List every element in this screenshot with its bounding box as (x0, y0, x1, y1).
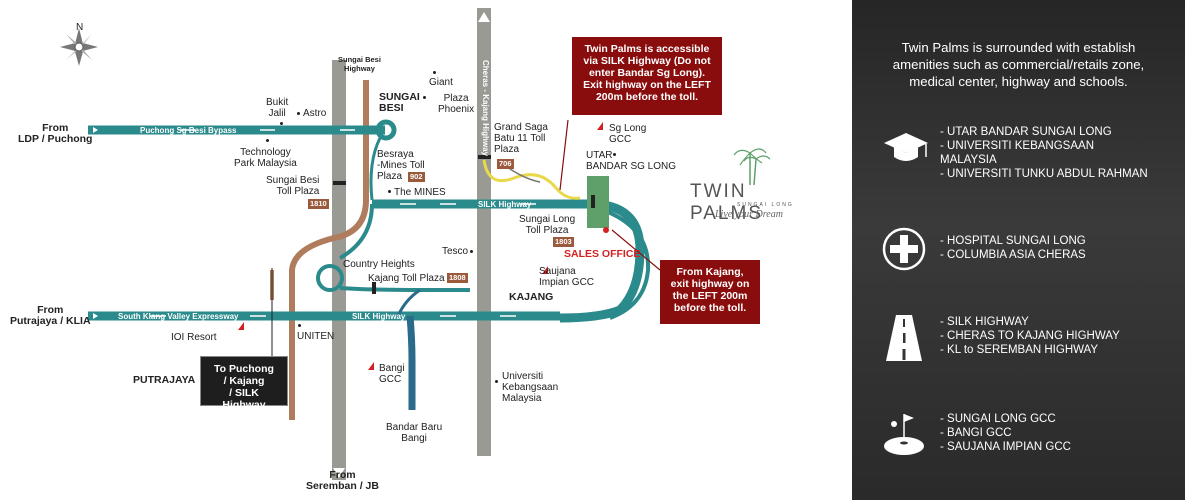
toll-1810: 1810 (308, 199, 329, 209)
place-putrajaya: PUTRAJAYA (133, 374, 196, 386)
place-grand-saga-toll: Grand Saga Batu 11 Toll Plaza (494, 122, 548, 155)
golf-item: - SAUJANA IMPIAN GCC (940, 441, 1071, 453)
silk-highway-road (372, 199, 645, 323)
location-map: N Puchong Sg Besi Bypass SILK Highway So… (10, 8, 835, 492)
toll-902: 902 (408, 172, 425, 182)
highway-item: - SILK HIGHWAY (940, 316, 1029, 328)
place-kajang: KAJANG (509, 291, 554, 303)
place-saujana-gcc: Saujana Impian GCC (539, 266, 595, 288)
medical-item: - COLUMBIA ASIA CHERAS (940, 249, 1086, 261)
place-tesco: Tesco (442, 246, 469, 257)
place-astro: Astro (303, 108, 327, 119)
place-ioi-resort: IOI Resort (171, 332, 217, 343)
medical-cross-icon (882, 227, 926, 271)
golf-flag-icon (597, 122, 603, 130)
logo-tagline: Live your Dream (715, 209, 783, 220)
place-the-mines: The MINES (394, 187, 446, 198)
golf-flag-icon (238, 322, 244, 330)
education-item: - UNIVERSITI TUNKU ABDUL RAHMAN (940, 168, 1148, 180)
golf-flag-icon (368, 362, 374, 370)
medical-item: - HOSPITAL SUNGAI LONG (940, 235, 1086, 247)
palm-trees-icon (733, 148, 771, 185)
compass-rose-icon (60, 28, 98, 66)
toll-706: 706 (497, 159, 514, 169)
amenities-panel: Twin Palms is surrounded with establish … (852, 0, 1185, 500)
silk-highway-lower-label: SILK Highway (352, 312, 406, 321)
golf-flag-icon (542, 266, 548, 274)
place-technology-park: Technology Park Malaysia (234, 147, 297, 169)
place-plaza-phoenix: Plaza Phoenix (438, 93, 475, 115)
cheras-kajang-highway-label: Cheras - Kajang Highway (481, 60, 490, 157)
place-sungai-besi: SUNGAI BESI (379, 91, 420, 114)
place-kajang-toll: Kajang Toll Plaza (368, 273, 445, 284)
golf-item: - BANGI GCC (940, 427, 1012, 439)
place-uniten: UNITEN (297, 331, 335, 342)
golf-icon (884, 414, 924, 455)
place-bukit-jalil: Bukit Jalil (266, 97, 289, 119)
to-puchong-callout: To Puchong / Kajang / SILK Highway (200, 356, 288, 411)
place-utar: UTAR BANDAR SG LONG (586, 150, 677, 172)
road-network (60, 8, 661, 480)
twin-palms-logo: TWINPALMS SUNGAI LONG Live your Dream (690, 145, 835, 225)
from-kajang-callout: From Kajang, exit highway on the LEFT 20… (660, 260, 760, 324)
bangi-road (406, 315, 416, 410)
highway-item: - CHERAS TO KAJANG HIGHWAY (940, 330, 1120, 342)
place-sg-long-gcc: Sg Long GCC (609, 123, 647, 145)
compass-north-label: N (76, 22, 84, 33)
place-sungai-long-toll: Sungai Long Toll Plaza (519, 214, 576, 236)
origin-ldp-puchong: From LDP / Puchong (18, 122, 93, 145)
puchong-bypass-label: Puchong Sg Besi Bypass (140, 126, 237, 135)
sungai-besi-highway-brown (289, 80, 369, 420)
education-item: - UTAR BANDAR SUNGAI LONG (940, 126, 1112, 138)
place-bangi-gcc: Bangi GCC (379, 363, 405, 385)
logo-name-left: TWIN (690, 181, 747, 202)
silk-highway-label: SILK Highway (478, 200, 532, 209)
toll-1803: 1803 (553, 237, 574, 247)
toll-1808: 1808 (447, 273, 468, 283)
place-sungai-besi-toll: Sungai Besi Toll Plaza (266, 175, 320, 197)
twin-palms-property (587, 176, 609, 228)
sales-office-label: SALES OFFICE (564, 248, 641, 260)
place-giant: Giant (429, 77, 453, 88)
logo-sub: SUNGAI LONG (737, 202, 794, 208)
skve-label: South Klang Valley Expressway (118, 312, 239, 321)
grand-saga-link (482, 159, 581, 200)
logo-name-right: PALMS (690, 203, 764, 224)
origin-seremban-jb: From Seremban / JB (306, 469, 379, 492)
origin-putrajaya-klia: From Putrajaya / KLIA (10, 304, 91, 327)
place-ukm: Universiti Kebangsaan Malaysia (502, 371, 559, 404)
amenities-intro: Twin Palms is surrounded with establish … (892, 40, 1145, 89)
golf-item: - SUNGAI LONG GCC (940, 413, 1056, 425)
highway-icon (886, 315, 922, 361)
cheras-kajang-highway-road (477, 8, 491, 456)
place-besraya-toll: Besraya -Mines Toll Plaza (377, 149, 425, 182)
highway-item: - KL to SEREMBAN HIGHWAY (940, 344, 1099, 356)
silk-access-callout: Twin Palms is accessible via SILK Highwa… (572, 37, 722, 115)
education-item: - UNIVERSITI KEBANGSAAN MALAYSIA (940, 140, 1095, 166)
sungai-besi-highway-label: Sungai Besi Highway (338, 55, 381, 73)
graduation-cap-icon (884, 133, 928, 161)
place-country-heights: Country Heights (343, 259, 415, 270)
place-bandar-baru-bangi: Bandar Baru Bangi (386, 422, 443, 444)
